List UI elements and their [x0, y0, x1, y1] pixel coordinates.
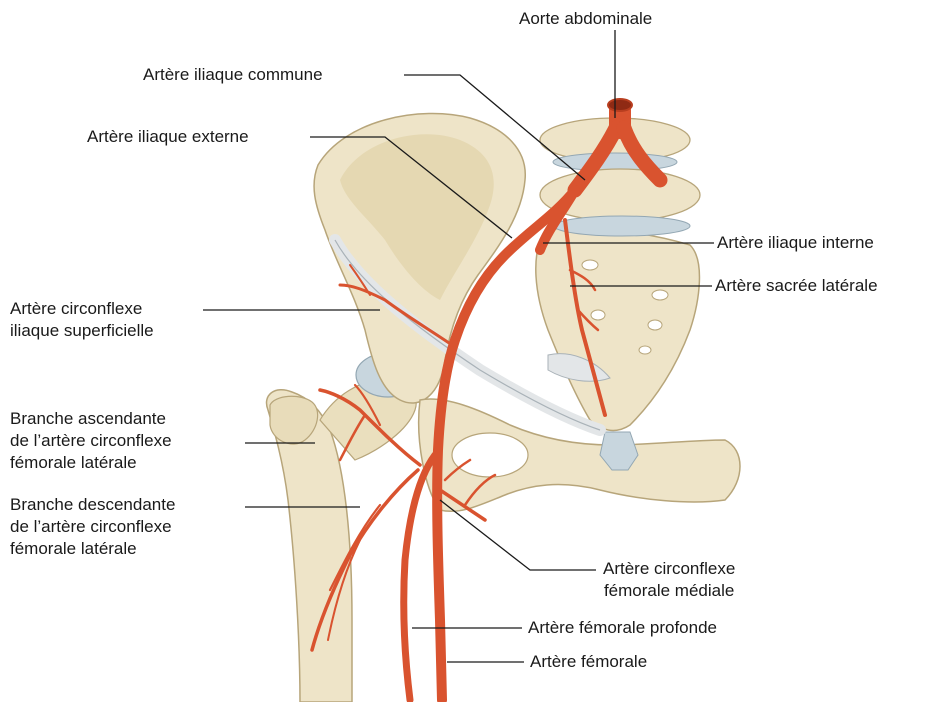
- aorta-lumen: [608, 99, 632, 111]
- label-iliaque-commune: Artère iliaque commune: [143, 64, 323, 86]
- label-branche-ascendante: Branche ascendante de l’artère circonfle…: [10, 408, 172, 474]
- sacral-foramen: [591, 310, 605, 320]
- sacral-foramen: [652, 290, 668, 300]
- label-iliaque-externe: Artère iliaque externe: [87, 126, 249, 148]
- sacrum: [536, 228, 700, 430]
- label-circonflexe-iliaque: Artère circonflexe iliaque superficielle: [10, 298, 154, 342]
- label-iliaque-interne: Artère iliaque interne: [717, 232, 874, 254]
- sacral-foramen: [648, 320, 662, 330]
- sacral-foramen: [582, 260, 598, 270]
- label-circonflexe-mediale: Artère circonflexe fémorale médiale: [603, 558, 735, 602]
- obturator-foramen: [452, 433, 528, 477]
- label-branche-descendante: Branche descendante de l’artère circonfl…: [10, 494, 175, 560]
- sacral-foramen: [639, 346, 651, 354]
- disc-lower: [554, 216, 690, 236]
- label-femorale-profonde: Artère fémorale profonde: [528, 617, 717, 639]
- label-aorte-abdominale: Aorte abdominale: [519, 8, 652, 30]
- label-femorale: Artère fémorale: [530, 651, 647, 673]
- label-sacree-laterale: Artère sacrée latérale: [715, 275, 878, 297]
